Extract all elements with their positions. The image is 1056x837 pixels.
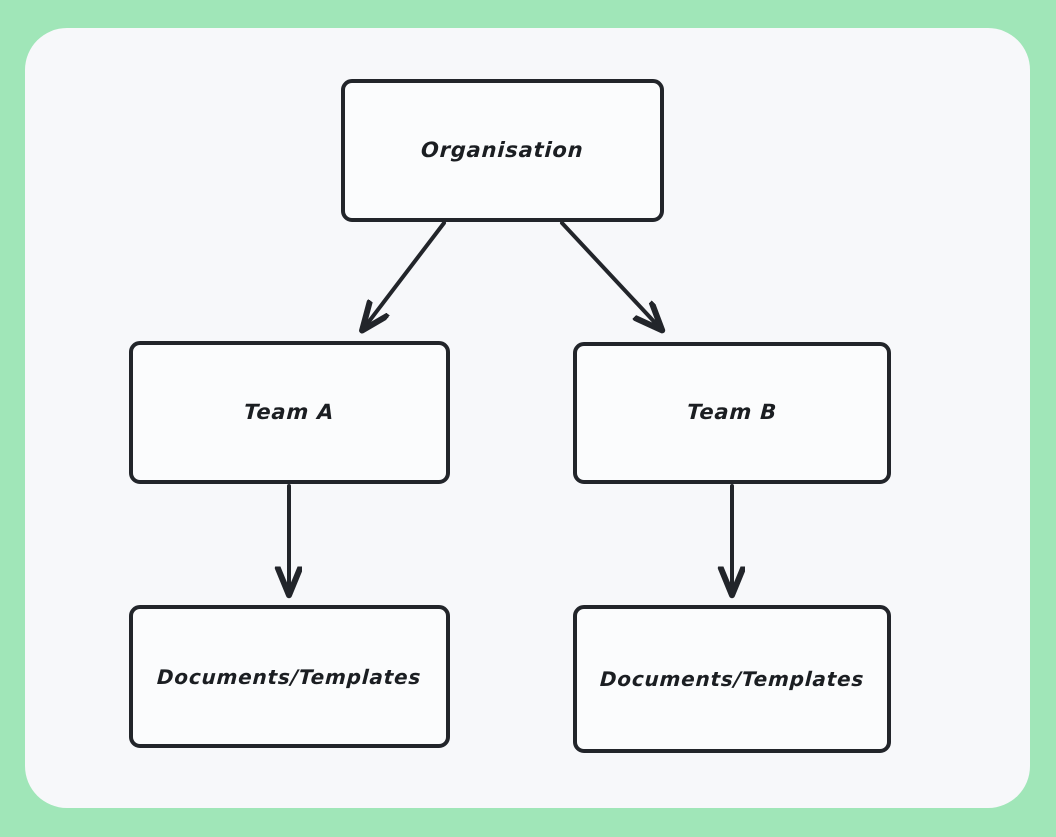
node-team-a[interactable]: Team A <box>129 341 450 484</box>
node-documents-templates-right[interactable]: Documents/Templates <box>573 605 891 753</box>
edge-organisation-to-team-a <box>364 221 446 328</box>
node-documents-templates-left[interactable]: Documents/Templates <box>129 605 450 748</box>
node-organisation-label: Organisation <box>420 137 585 162</box>
node-documents-templates-right-label: Documents/Templates <box>599 667 865 691</box>
node-documents-templates-left-label: Documents/Templates <box>156 664 423 689</box>
edge-organisation-to-team-b <box>560 221 660 328</box>
node-team-a-label: Team A <box>243 399 336 424</box>
node-team-b-label: Team B <box>686 400 778 425</box>
node-organisation[interactable]: Organisation <box>341 79 664 222</box>
node-team-b[interactable]: Team B <box>573 342 891 484</box>
